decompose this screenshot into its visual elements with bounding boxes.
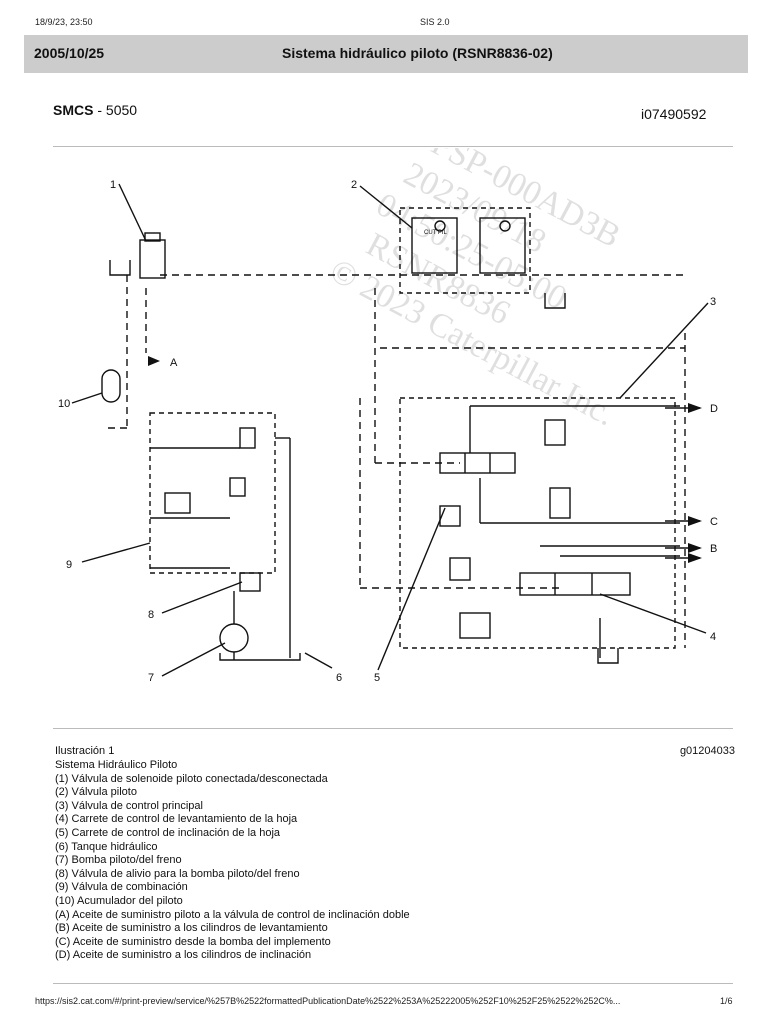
hydraulic-diagram: PSP-000AD3B 2023/09/18 04:50:25-05:00 RS… (58, 148, 718, 684)
callout-2: 2 (351, 179, 357, 191)
page-url: https://sis2.cat.com/#/print-preview/ser… (35, 996, 621, 1006)
smcs-separator: - (93, 102, 106, 118)
legend-item: (4) Carrete de control de levantamiento … (55, 813, 298, 826)
legend-item: (A) Aceite de suministro piloto a la vál… (55, 908, 410, 921)
figure-caption: Ilustración 1 g01204033 Sistema Hidráuli… (55, 745, 735, 963)
callout-9: 9 (66, 559, 72, 571)
document-id: i07490592 (641, 106, 707, 122)
print-header: 18/9/23, 23:50 SIS 2.0 (0, 17, 768, 31)
callout-4: 4 (710, 631, 716, 643)
callout-7: 7 (148, 672, 154, 684)
legend-item: (6) Tanque hidráulico (55, 840, 158, 853)
legend-item: (C) Aceite de suministro desde la bomba … (55, 935, 331, 948)
page-number: 1/6 (720, 996, 733, 1006)
legend-item: (9) Válvula de combinación (55, 881, 188, 894)
document-title: Sistema hidráulico piloto (RSNR8836-02) (282, 45, 553, 61)
legend-item: (5) Carrete de control de inclinación de… (55, 826, 281, 839)
legend-item: (7) Bomba piloto/del freno (55, 854, 182, 867)
port-label-d: D (710, 403, 718, 415)
port-label-b: B (710, 543, 717, 555)
caption-header: Ilustración 1 g01204033 (55, 745, 735, 759)
legend-item: (D) Aceite de suministro a los cilindros… (55, 949, 312, 962)
legend-item: (8) Válvula de alivio para la bomba pilo… (55, 867, 300, 880)
legend-item: (10) Acumulador del piloto (55, 894, 183, 907)
callout-10: 10 (58, 398, 70, 410)
divider-caption (53, 728, 733, 729)
smcs-value: 5050 (105, 102, 138, 118)
legend-item: (3) Válvula de control principal (55, 799, 203, 812)
callout-6: 6 (336, 672, 342, 684)
valve-inline-label: CUT PIL (424, 230, 448, 236)
callout-1: 1 (110, 179, 116, 191)
legend-item: (2) Válvula piloto (55, 786, 137, 799)
caption-title: Sistema Hidráulico Piloto (55, 759, 178, 771)
figure-code: g01204033 (679, 745, 735, 757)
title-bar: 2005/10/25 Sistema hidráulico piloto (RS… (24, 35, 748, 73)
callout-3: 3 (710, 296, 716, 308)
print-datetime: 18/9/23, 23:50 (35, 17, 93, 27)
legend-item: (B) Aceite de suministro a los cilindros… (55, 922, 328, 935)
smcs-code: SMCS - 5050 (53, 102, 137, 118)
callout-8: 8 (148, 609, 154, 621)
watermark: PSP-000AD3B 2023/09/18 04:50:25-05:00 RS… (324, 148, 626, 433)
print-title: SIS 2.0 (420, 17, 450, 27)
port-label-c: C (710, 516, 718, 528)
publication-date: 2005/10/25 (34, 45, 105, 61)
divider-bottom (53, 983, 733, 984)
figure-label: Ilustración 1 (55, 745, 115, 757)
divider-top (53, 146, 733, 147)
callout-5: 5 (374, 672, 380, 684)
port-label-a: A (170, 357, 178, 369)
smcs-label: SMCS (53, 102, 94, 118)
legend-item: (1) Válvula de solenoide piloto conectad… (55, 772, 328, 785)
